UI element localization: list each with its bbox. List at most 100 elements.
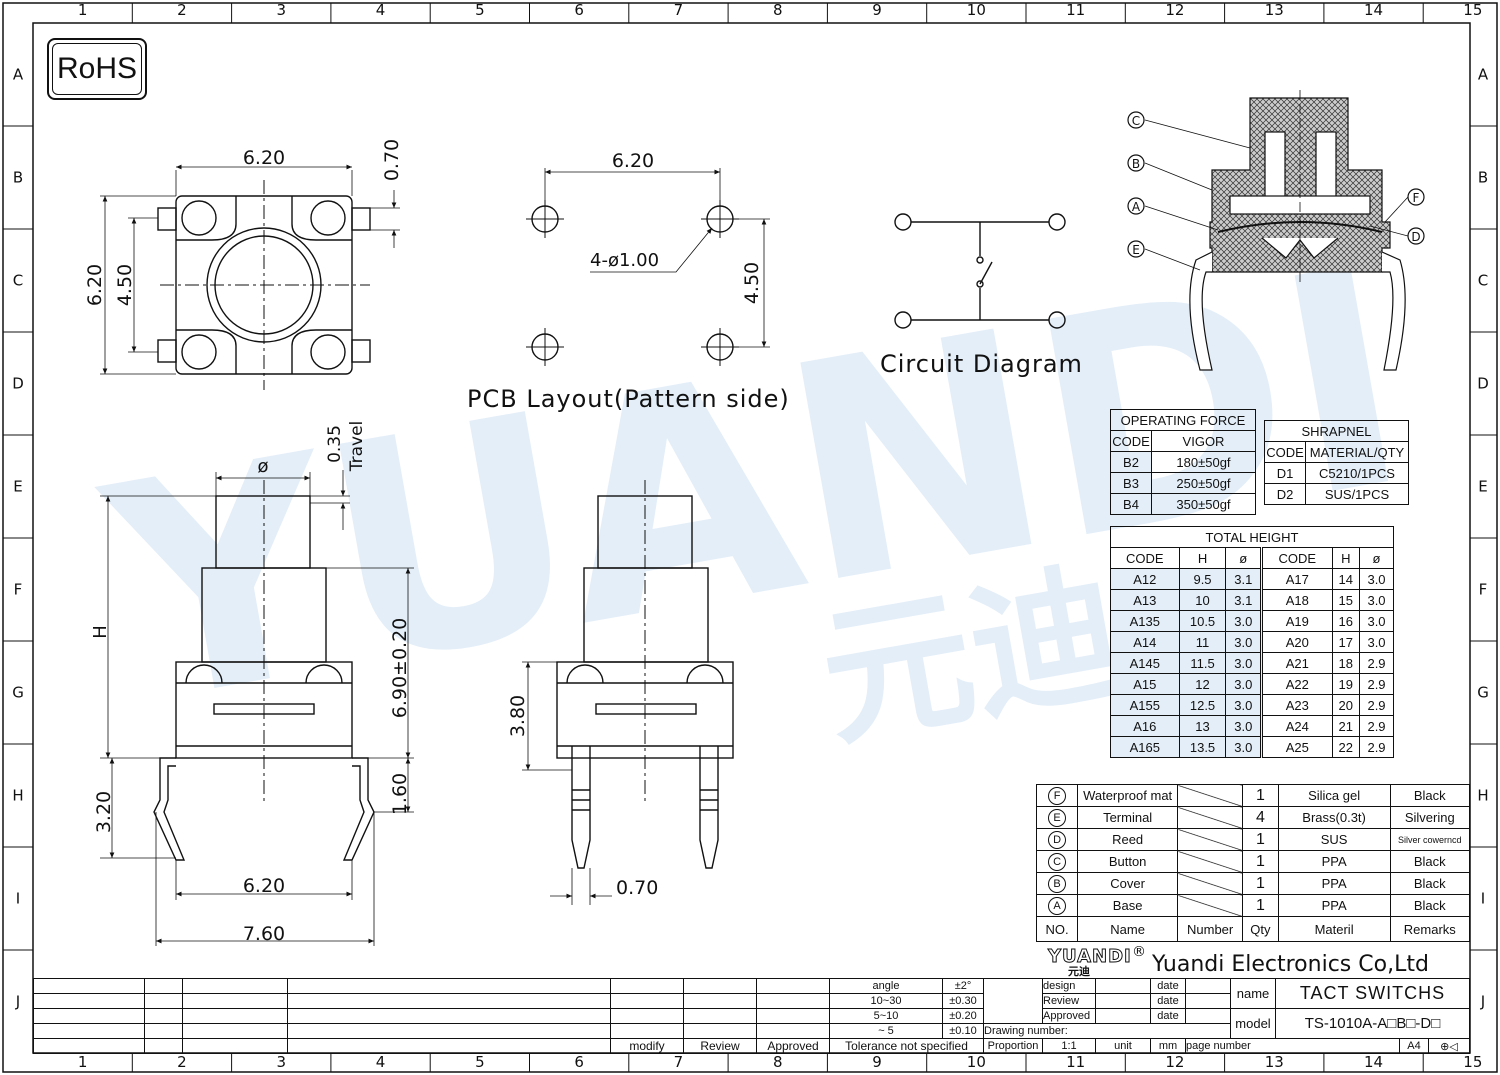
total-height-cell: 10 — [1178, 589, 1227, 611]
model-label: model — [1230, 1008, 1276, 1039]
bom-header-remarks: Remarks — [1389, 916, 1471, 942]
total-height-cell: 3.0 — [1225, 652, 1263, 674]
grid-column-label: 15 — [1463, 1053, 1482, 1071]
circuit-diagram — [894, 213, 1066, 329]
company-logo: YUANDI — [1047, 946, 1132, 967]
total-height-cell: 3.0 — [1359, 589, 1394, 611]
rev-approved: Approved — [756, 1038, 830, 1054]
grid-column-label: 2 — [177, 1, 187, 19]
grid-row-label: A — [1478, 66, 1489, 84]
total-height-cell: 11 — [1178, 631, 1227, 653]
total-height-cell: 12 — [1178, 673, 1227, 695]
total-height-cell: A165 — [1110, 736, 1180, 758]
total-height-cell: 19 — [1331, 673, 1361, 695]
bom-remarks: Black — [1389, 872, 1471, 895]
grid-row-label: E — [1478, 478, 1487, 496]
signoff-approved: Approved — [1042, 1008, 1096, 1024]
top-inner-dim: 4.50 — [114, 264, 136, 306]
date-label: date — [1150, 978, 1186, 994]
bom-number-cell — [1177, 850, 1244, 873]
tol-val: ±2° — [942, 978, 984, 994]
front-view — [100, 470, 414, 946]
bom-qty: 4 — [1242, 806, 1279, 829]
grid-column-label: 1 — [78, 1053, 88, 1071]
total-height-cell: A16 — [1110, 715, 1180, 737]
bom-number-cell — [1177, 806, 1244, 829]
total-height-cell: A19 — [1260, 610, 1333, 632]
front-diameter-dim: ø — [257, 456, 268, 477]
grid-column-label: 12 — [1165, 1, 1184, 19]
bom-header-material: Materil — [1277, 916, 1391, 942]
bom-no: F — [1035, 784, 1079, 807]
bom-material: PPA — [1277, 894, 1391, 917]
bom-header-name: Name — [1077, 916, 1179, 942]
grid-row-label: B — [1478, 169, 1488, 187]
grid-row-label: E — [13, 478, 22, 496]
total-height-cell: 2.9 — [1359, 652, 1394, 674]
grid-column-label: 4 — [376, 1, 386, 19]
total-height-cell: 3.0 — [1225, 610, 1263, 632]
total-height-cell: A145 — [1110, 652, 1180, 674]
grid-row-label: F — [1479, 581, 1488, 599]
rev-modify: modify — [610, 1038, 684, 1054]
bom-name: Button — [1077, 850, 1179, 873]
of-cell: 350±50gf — [1151, 493, 1256, 515]
grid-column-label: 5 — [475, 1053, 485, 1071]
tol-val: ±0.30 — [942, 993, 984, 1009]
grid-column-label: 2 — [177, 1053, 187, 1071]
grid-column-label: 10 — [967, 1053, 986, 1071]
total-height-header: ø — [1225, 547, 1263, 569]
total-height-cell: A21 — [1260, 652, 1333, 674]
bom-no: A — [1035, 894, 1079, 917]
grid-row-label: G — [1477, 684, 1489, 702]
total-height-cell: A22 — [1260, 673, 1333, 695]
total-height-cell: 2.9 — [1359, 736, 1394, 758]
tolerance-label: Tolerance not specified — [829, 1038, 984, 1054]
sh-cell: D2 — [1264, 483, 1306, 505]
company-name: Yuandi Electronics Co,Ltd — [1151, 952, 1429, 977]
bom-header-qty: Qty — [1242, 916, 1279, 942]
grid-column-label: 11 — [1066, 1053, 1085, 1071]
top-width-dim: 6.20 — [243, 147, 285, 169]
bom-header-no: NO. — [1035, 916, 1079, 942]
grid-column-label: 7 — [674, 1053, 684, 1071]
of-cell: 180±50gf — [1151, 451, 1256, 473]
grid-column-label: 14 — [1364, 1, 1383, 19]
bom-material: PPA — [1277, 850, 1391, 873]
total-height-cell: 20 — [1331, 694, 1361, 716]
bom-remarks: Silver cowerncd — [1389, 828, 1471, 851]
side-height-dim: 3.80 — [507, 695, 529, 737]
section-label: D — [1411, 230, 1420, 244]
section-label-circle — [1127, 154, 1145, 172]
grid-column-label: 8 — [773, 1, 783, 19]
circuit-caption: Circuit Diagram — [880, 350, 1083, 378]
section-label-circle — [1127, 197, 1145, 215]
date-label: date — [1150, 993, 1186, 1009]
bom-remarks: Silvering — [1389, 806, 1471, 829]
tol-key: ~ 5 — [829, 1023, 943, 1039]
bom-material: Brass(0.3t) — [1277, 806, 1391, 829]
section-label: B — [1132, 157, 1140, 171]
model-value: TS-1010A-A□B□-D□ — [1275, 1008, 1470, 1039]
section-view — [1144, 90, 1409, 371]
sh-header-material: MATERIAL/QTY — [1305, 441, 1409, 463]
grid-row-label: A — [13, 66, 24, 84]
total-height-cell: 3.0 — [1225, 631, 1263, 653]
total-height-cell: 3.0 — [1359, 610, 1394, 632]
bom-qty: 1 — [1242, 872, 1279, 895]
of-cell: B4 — [1110, 493, 1152, 515]
total-height-header: H — [1331, 547, 1361, 569]
total-height-cell: 3.1 — [1225, 589, 1263, 611]
grid-column-label: 15 — [1463, 1, 1482, 19]
total-height-cell: A24 — [1260, 715, 1333, 737]
total-height-title: TOTAL HEIGHT — [1110, 526, 1394, 548]
total-height-cell: A13 — [1110, 589, 1180, 611]
section-label: E — [1132, 243, 1140, 257]
of-header-code: CODE — [1110, 430, 1152, 452]
